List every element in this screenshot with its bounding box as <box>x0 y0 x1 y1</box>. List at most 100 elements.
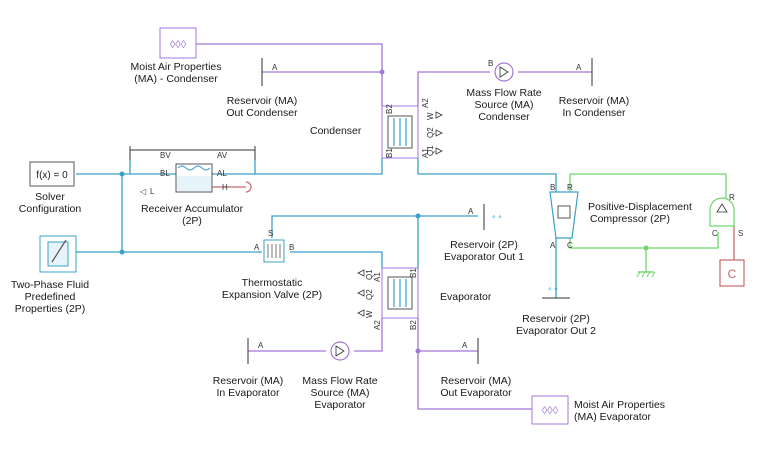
solver-configuration-block[interactable]: f(x) = 0 <box>29 161 75 187</box>
wire-txv-evaporator <box>290 251 383 268</box>
evap-out1-label-2: Evaporator Out 1 <box>444 251 524 263</box>
mfr-condenser-label-1: Mass Flow Rate <box>466 87 541 99</box>
svg-text:AV: AV <box>217 151 228 160</box>
svg-text:Q1: Q1 <box>365 269 374 280</box>
svg-text:B: B <box>488 59 493 68</box>
svg-text:C: C <box>567 241 573 250</box>
angular-velocity-source-block[interactable]: R C S <box>709 193 743 238</box>
res-in-evap-label-1: Reservoir (MA) <box>213 375 284 387</box>
compressor-block[interactable]: B R A C <box>549 183 579 250</box>
wire-evap-ma-props <box>417 318 532 410</box>
svg-text:B: B <box>550 183 555 192</box>
txv-label-1: Thermostatic <box>242 277 303 289</box>
receiver-accumulator-block[interactable]: BV AV BL AL L ◁ H <box>129 146 256 196</box>
condenser-block[interactable]: B2 B1 A2 A1 W Q2 Q1 <box>381 98 443 159</box>
reservoir-2p-evap-out2-block[interactable]: ° ° <box>542 286 570 299</box>
condenser-label: Condenser <box>310 125 362 137</box>
svg-text:W: W <box>365 310 374 318</box>
svg-text:Q2: Q2 <box>365 289 374 300</box>
reservoir-ma-out-condenser-block[interactable]: A <box>261 58 278 86</box>
reservoir-ma-out-evap-block[interactable]: A <box>462 338 479 364</box>
signal-source-block[interactable]: C <box>719 259 745 287</box>
evap-out2-label-1: Reservoir (2P) <box>522 313 590 325</box>
svg-text:A: A <box>576 63 582 72</box>
svg-text:L: L <box>150 187 155 196</box>
evaporator-block[interactable]: Q1 Q2 W A1 A2 B1 B2 <box>357 267 419 330</box>
svg-text:B: B <box>289 243 294 252</box>
junction-dots <box>119 69 649 354</box>
svg-text:BV: BV <box>160 151 171 160</box>
receiver-label-2: (2P) <box>182 215 202 227</box>
svg-text:A: A <box>254 243 260 252</box>
mechanical-ground-icon <box>636 271 656 278</box>
res-out-condenser-label-2: Out Condenser <box>226 107 298 119</box>
svg-text:B2: B2 <box>385 104 394 114</box>
svg-text:Q2: Q2 <box>426 127 435 138</box>
svg-text:C: C <box>712 229 718 238</box>
moist-air-connections <box>196 43 592 410</box>
compressor-label-2: Compressor (2P) <box>590 213 670 225</box>
svg-text:A1: A1 <box>373 272 382 282</box>
res-in-condenser-label-2: In Condenser <box>562 107 626 119</box>
mfr-condenser-label-3: Condenser <box>478 111 530 123</box>
svg-text:Q1: Q1 <box>426 145 435 156</box>
res-out-evap-label-1: Reservoir (MA) <box>441 375 512 387</box>
solver-label-1: Solver <box>35 191 65 203</box>
reservoir-ma-in-evap-block[interactable]: A <box>247 338 264 364</box>
moist-air-condenser-label-1: Moist Air Properties <box>130 61 221 73</box>
constant-icon: C <box>728 267 737 281</box>
two-phase-fluid-properties-block[interactable] <box>39 235 77 273</box>
thermostatic-expansion-valve-block[interactable]: S A B <box>254 229 294 263</box>
res-in-evap-label-2: In Evaporator <box>216 387 280 399</box>
evap-out2-label-2: Evaporator Out 2 <box>516 325 596 337</box>
wire-mfr-evap <box>354 318 383 352</box>
svg-text:A: A <box>468 207 474 216</box>
mfr-evap-label-2: Source (MA) <box>311 387 370 399</box>
svg-text:A: A <box>272 63 278 72</box>
evap-out1-label-1: Reservoir (2P) <box>450 239 518 251</box>
two-phase-connections <box>76 158 557 298</box>
res-out-condenser-label-1: Reservoir (MA) <box>227 95 298 107</box>
fluid-props-label-2: Predefined <box>25 291 76 303</box>
mfr-condenser-label-2: Source (MA) <box>475 99 534 111</box>
svg-text:A: A <box>258 341 264 350</box>
svg-text:A1: A1 <box>421 148 430 158</box>
svg-text:f(x) = 0: f(x) = 0 <box>36 170 68 181</box>
mass-flow-source-evap-block[interactable] <box>330 341 350 361</box>
svg-text:A: A <box>550 241 556 250</box>
svg-text:A2: A2 <box>373 320 382 330</box>
svg-text:AL: AL <box>217 169 227 178</box>
svg-text:B1: B1 <box>409 268 418 278</box>
moist-air-properties-evap-block[interactable]: ◊◊◊ <box>531 395 569 425</box>
res-in-condenser-label-1: Reservoir (MA) <box>559 95 630 107</box>
bubbles-icon: ° ° <box>492 214 502 224</box>
bubbles-icon: ° ° <box>548 286 558 296</box>
evaporator-label: Evaporator <box>440 291 492 303</box>
wire-ma-props-condenser <box>196 43 383 106</box>
droplets-icon: ◊◊◊ <box>170 39 187 51</box>
wire-txv-sensor <box>271 215 419 268</box>
fluid-props-label-1: Two-Phase Fluid <box>11 279 89 291</box>
fluid-props-label-3: Properties (2P) <box>15 303 86 315</box>
svg-text:W: W <box>426 112 435 120</box>
wire-condenser-compressor <box>417 158 557 192</box>
svg-text:A: A <box>462 341 468 350</box>
moist-air-properties-condenser-block[interactable]: ◊◊◊ <box>159 27 197 59</box>
wire-compressor-motor-c <box>569 232 719 249</box>
reservoir-2p-evap-out1-block[interactable]: A ° ° <box>468 204 502 230</box>
svg-text:R: R <box>567 183 573 192</box>
res-out-evap-label-2: Out Evaporator <box>440 387 512 399</box>
reservoir-ma-in-condenser-block[interactable]: A <box>576 58 593 86</box>
svg-text:R: R <box>729 193 735 202</box>
solver-label-2: Configuration <box>19 203 82 215</box>
moist-air-condenser-label-2: (MA) - Condenser <box>134 73 218 85</box>
wire-condenser-mfr <box>417 71 490 106</box>
svg-text:B1: B1 <box>385 148 394 158</box>
svg-text:S: S <box>738 229 743 238</box>
txv-label-2: Expansion Valve (2P) <box>222 289 322 301</box>
svg-text:BL: BL <box>160 169 170 178</box>
mass-flow-source-condenser-block[interactable]: B <box>488 59 514 82</box>
wire-solver-condenser <box>76 158 383 175</box>
svg-text:B2: B2 <box>409 320 418 330</box>
